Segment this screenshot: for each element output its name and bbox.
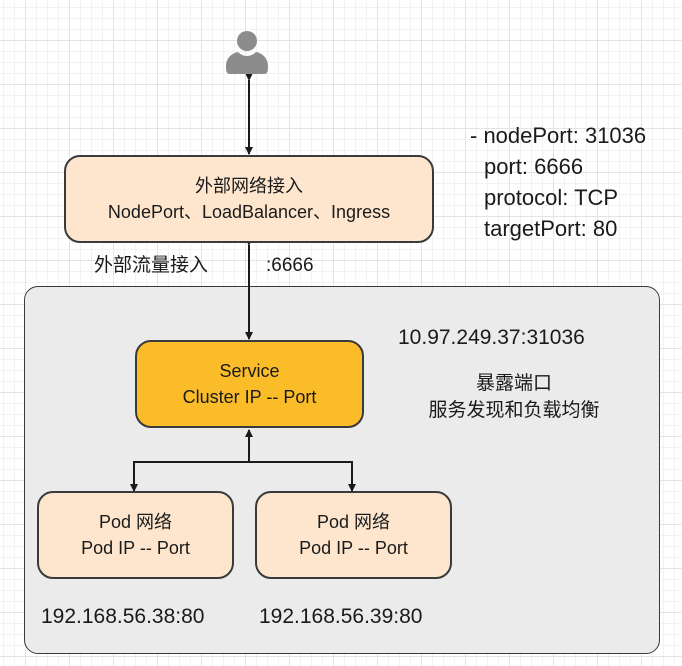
pod-2-address: 192.168.56.39:80 [259, 605, 423, 628]
user-person-icon [226, 31, 268, 74]
pod-1-address: 192.168.56.38:80 [41, 605, 205, 628]
pod-box-2: Pod 网络 Pod IP -- Port [255, 491, 452, 579]
service-description: 暴露端口 服务发现和负载均衡 [404, 370, 624, 424]
external-box-title: 外部网络接入 [195, 176, 303, 196]
port-spec: - nodePort: 31036 port: 6666 protocol: T… [470, 120, 646, 244]
pod-box-title: Pod 网络 [98, 512, 173, 532]
pod-box-ip-port: Pod IP -- Port [299, 538, 408, 558]
port-spec-port: port: 6666 [484, 154, 584, 179]
service-box-cluster-ip: Cluster IP -- Port [182, 387, 317, 407]
service-desc-discovery-lb: 服务发现和负载均衡 [428, 400, 600, 421]
external-traffic-label: 外部流量接入 [94, 255, 209, 276]
port-spec-nodeport: - nodePort: 31036 [470, 123, 647, 148]
service-box: Service Cluster IP -- Port [135, 340, 364, 428]
service-address: 10.97.249.37:31036 [398, 326, 585, 349]
external-access-box: 外部网络接入 NodePort、LoadBalancer、Ingress [64, 155, 434, 243]
port-spec-targetport: targetPort: 80 [484, 216, 618, 241]
pod-box-ip-port: Pod IP -- Port [81, 538, 190, 558]
service-desc-expose-port: 暴露端口 [475, 373, 552, 394]
pod-box-title: Pod 网络 [316, 512, 391, 532]
port-label: :6666 [266, 255, 314, 276]
port-spec-protocol: protocol: TCP [484, 185, 619, 210]
service-box-title: Service [219, 361, 280, 381]
pod-box-1: Pod 网络 Pod IP -- Port [37, 491, 234, 579]
arrow-branch [133, 461, 353, 490]
external-box-types: NodePort、LoadBalancer、Ingress [107, 202, 391, 222]
